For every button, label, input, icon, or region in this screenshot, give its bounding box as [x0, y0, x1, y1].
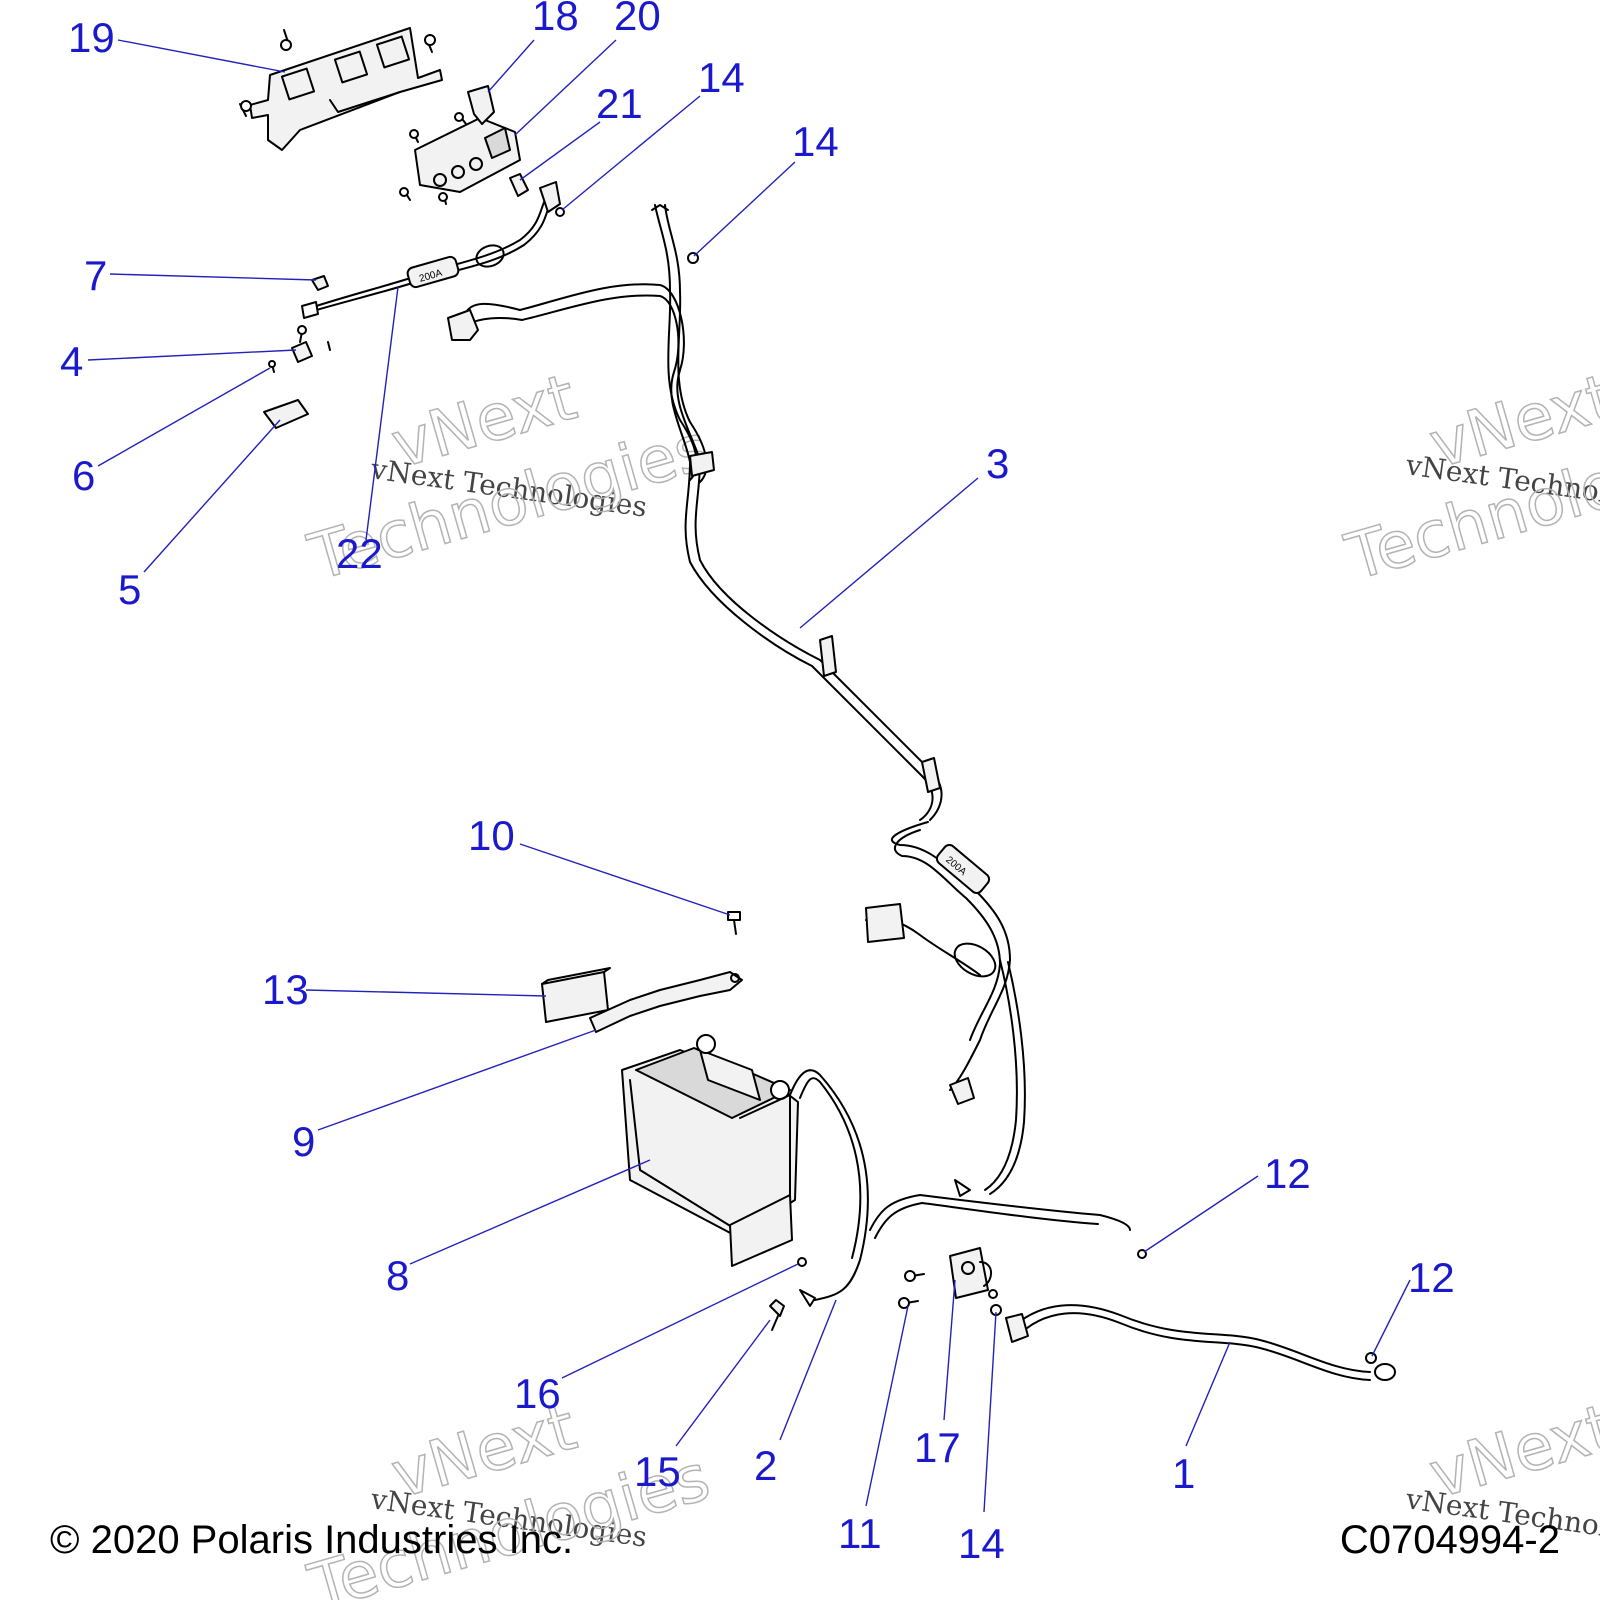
part-6-screw: [268, 360, 276, 373]
leader-14c: [983, 1311, 997, 1513]
part-7-nut: [311, 275, 329, 291]
callout-16: 16: [514, 1370, 561, 1417]
callout-5: 5: [118, 566, 141, 613]
callout-7: 7: [84, 252, 107, 299]
callout-12b: 12: [1408, 1254, 1455, 1301]
leader-14b: [693, 161, 796, 257]
leader-18: [487, 39, 535, 93]
callout-4: 4: [60, 338, 83, 385]
part-2-negative-cable: [789, 1069, 869, 1307]
part-4-stud: [291, 325, 331, 363]
callout-6: 6: [72, 452, 95, 499]
callout-14a: 14: [698, 54, 745, 101]
callout-15: 15: [634, 1448, 681, 1495]
part-21-sleeve: [509, 173, 529, 197]
leader-3: [799, 477, 979, 629]
leader-1: [1185, 1341, 1231, 1447]
callout-3: 3: [986, 440, 1009, 487]
leader-17: [943, 1279, 956, 1421]
leader-22: [365, 286, 399, 541]
leader-16: [561, 1263, 799, 1379]
figure-code: C0704994-2: [1339, 1518, 1560, 1562]
leader-6: [97, 367, 271, 467]
leader-lines: [87, 39, 1411, 1513]
copyright-notice: © 2020 Polaris Industries Inc.: [50, 1518, 574, 1562]
callout-13: 13: [262, 966, 309, 1013]
part-screw: [239, 29, 436, 117]
callout-8: 8: [386, 1252, 409, 1299]
part-11-bolt: [898, 1270, 925, 1309]
part-1-ground-cable: [1005, 1304, 1396, 1381]
part-3-main-harness: 200A: [447, 204, 1026, 1197]
watermark-top-right: vNext Technologies vNext Technologies: [1337, 360, 1600, 596]
callout-1: 1: [1172, 1450, 1195, 1497]
part-13-pad-edge: [541, 967, 611, 985]
part-cable: [869, 1194, 1131, 1231]
part-9-hold-down-strap: [589, 971, 743, 1033]
callout-22: 22: [336, 530, 383, 577]
part-14-nut: [988, 1289, 1002, 1316]
part-cable: [874, 1202, 1099, 1239]
part-16-nut: [797, 1257, 807, 1267]
callout-19: 19: [68, 14, 115, 61]
callout-12a: 12: [1264, 1150, 1311, 1197]
callout-labels: 19 18 20 21 14 14 7 4 6 5 22 3 10 13 9 8…: [60, 0, 1455, 1567]
leader-2: [779, 1299, 837, 1441]
leader-19: [117, 39, 286, 73]
callout-9: 9: [292, 1118, 315, 1165]
leader-12b: [1371, 1279, 1411, 1357]
part-15-bolt: [769, 1299, 785, 1331]
watermark-bottom-left: vNext Technologies vNext Technologies: [300, 1390, 718, 1600]
leader-13: [305, 989, 547, 997]
callout-10: 10: [468, 812, 515, 859]
leader-14a: [561, 95, 701, 211]
watermark-group: vNext Technologies vNext Technologies vN…: [300, 360, 1600, 1600]
part-22-fused-cable: 200A: [301, 181, 561, 319]
callout-14b: 14: [792, 118, 839, 165]
callout-21: 21: [596, 80, 643, 127]
leader-7: [109, 273, 317, 281]
callout-17: 17: [914, 1424, 961, 1471]
part-8-battery: [621, 1034, 799, 1267]
callout-2: 2: [754, 1442, 777, 1489]
part-12-nut: [1365, 1352, 1377, 1364]
part-10-screw: [727, 911, 741, 935]
leader-10: [519, 843, 731, 916]
leader-5: [143, 419, 281, 573]
leader-21: [519, 121, 601, 181]
callout-20: 20: [614, 0, 661, 39]
leader-20: [514, 39, 617, 136]
callout-18: 18: [532, 0, 579, 39]
callout-14c: 14: [958, 1520, 1005, 1567]
watermark-text-outline: vNext: [1422, 1391, 1600, 1514]
leader-15: [675, 1319, 771, 1447]
callout-11: 11: [838, 1510, 882, 1557]
leader-9: [317, 1029, 597, 1131]
leader-12a: [1143, 1175, 1259, 1253]
leader-11: [865, 1305, 909, 1507]
part-5-cover: [263, 399, 309, 429]
part-18-clip: [467, 85, 495, 125]
part-20-terminal-block: [399, 112, 521, 205]
leader-8: [409, 1159, 651, 1265]
leader-4: [87, 349, 297, 361]
part-17-solenoid: [949, 1247, 992, 1299]
